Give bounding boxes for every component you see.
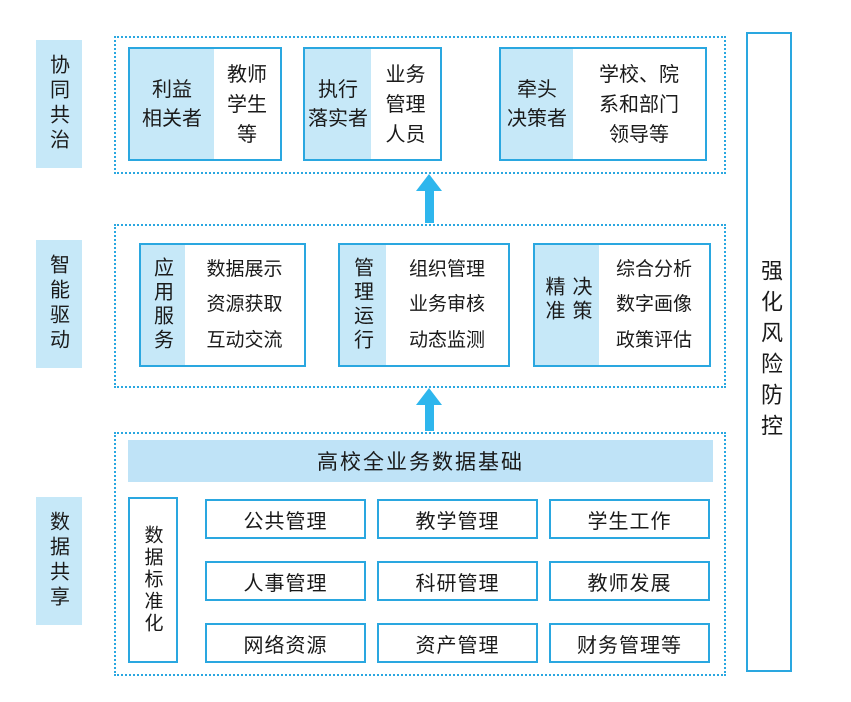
arrow-stem <box>424 191 434 223</box>
content-line: 组织管理 <box>408 258 485 281</box>
lead-decision-makers-box-label: 牵头 决策者 <box>501 49 573 159</box>
risk-prevention-panel: 强化风险防控 <box>746 32 792 672</box>
data-standardization-label: 数据标准化 <box>141 525 164 635</box>
content-line: 数据展示 <box>206 258 283 281</box>
intelligence-layer-container <box>114 224 726 388</box>
implementers-box-content: 业务 管理 人员 <box>371 49 440 159</box>
content-line: 学生 <box>227 92 267 116</box>
content-line: 综合分析 <box>615 258 692 281</box>
label-line: 利益 <box>152 77 192 101</box>
management-operation-box-label: 管理运行 <box>340 245 386 365</box>
data-foundation-header: 高校全业务数据基础 <box>128 440 713 482</box>
implementers-box-label: 执行 落实者 <box>305 49 371 159</box>
vertical-label-text: 管理运行 <box>350 257 375 353</box>
label-line: 相关者 <box>142 106 202 130</box>
application-service-box: 应用服务 数据展示 资源获取 互动交流 <box>139 243 306 367</box>
business-domain-cell: 人事管理 <box>205 561 366 601</box>
label-line: 执行 <box>318 77 358 101</box>
arrow-stem <box>424 405 434 431</box>
layer-label-intelligent-drive: 智能驱动 <box>36 240 82 368</box>
lead-decision-makers-box: 牵头 决策者 学校、院 系和部门 领导等 <box>499 47 707 161</box>
content-line: 资源获取 <box>206 293 283 316</box>
business-domain-cell: 网络资源 <box>205 623 366 663</box>
up-arrow-icon <box>416 174 442 223</box>
label-line: 决策者 <box>507 106 567 130</box>
data-foundation-header-text: 高校全业务数据基础 <box>317 450 524 474</box>
arrow-head <box>416 174 442 191</box>
content-line: 等 <box>237 122 257 146</box>
application-service-box-label: 应用服务 <box>141 245 185 365</box>
business-domain-cell: 财务管理等 <box>549 623 710 663</box>
precise-decision-box: 精准决策 综合分析 数字画像 政策评估 <box>533 243 711 367</box>
implementers-box: 执行 落实者 业务 管理 人员 <box>303 47 442 161</box>
label-line: 落实者 <box>308 106 368 130</box>
layer-label-collaborative-governance: 协同共治 <box>36 40 82 168</box>
risk-prevention-label: 强化风险防控 <box>757 259 782 445</box>
stakeholders-box-label: 利益 相关者 <box>130 49 214 159</box>
layer-label-text: 智能驱动 <box>46 254 71 354</box>
management-operation-box: 管理运行 组织管理 业务审核 动态监测 <box>338 243 510 367</box>
layer-label-data-sharing: 数据共享 <box>36 497 82 625</box>
stakeholders-box: 利益 相关者 教师 学生 等 <box>128 47 282 161</box>
vertical-label-text: 精准决策 <box>542 276 593 324</box>
precise-decision-box-label: 精准决策 <box>535 245 599 365</box>
management-operation-box-content: 组织管理 业务审核 动态监测 <box>386 245 508 365</box>
arrow-head <box>416 388 442 405</box>
precise-decision-box-content: 综合分析 数字画像 政策评估 <box>599 245 709 365</box>
business-domain-cell: 资产管理 <box>377 623 538 663</box>
label-line: 牵头 <box>517 77 557 101</box>
application-service-box-content: 数据展示 资源获取 互动交流 <box>185 245 304 365</box>
business-domain-cell: 教学管理 <box>377 499 538 539</box>
content-line: 动态监测 <box>408 328 485 351</box>
business-domain-cell: 教师发展 <box>549 561 710 601</box>
content-line: 学校、院 <box>599 62 679 86</box>
content-line: 管理 <box>385 92 426 116</box>
vertical-label-text: 应用服务 <box>150 257 175 353</box>
content-line: 领导等 <box>609 122 669 146</box>
layer-label-text: 协同共治 <box>46 54 71 154</box>
stakeholders-box-content: 教师 学生 等 <box>214 49 280 159</box>
content-line: 人员 <box>385 122 426 146</box>
business-domain-cell: 公共管理 <box>205 499 366 539</box>
content-line: 政策评估 <box>615 328 692 351</box>
business-domain-grid: 公共管理 教学管理 学生工作 人事管理 科研管理 教师发展 网络资源 资产管理 … <box>205 499 710 663</box>
content-line: 互动交流 <box>206 328 283 351</box>
content-line: 业务 <box>385 62 426 86</box>
content-line: 数字画像 <box>615 293 692 316</box>
content-line: 系和部门 <box>599 92 679 116</box>
content-line: 教师 <box>227 62 267 86</box>
up-arrow-icon <box>416 388 442 431</box>
layer-label-text: 数据共享 <box>46 511 71 611</box>
data-layer-container <box>114 432 726 676</box>
lead-decision-makers-box-content: 学校、院 系和部门 领导等 <box>573 49 705 159</box>
business-domain-cell: 科研管理 <box>377 561 538 601</box>
data-standardization-box: 数据标准化 <box>128 497 178 663</box>
collaboration-layer-container <box>114 36 726 174</box>
content-line: 业务审核 <box>408 293 485 316</box>
business-domain-cell: 学生工作 <box>549 499 710 539</box>
